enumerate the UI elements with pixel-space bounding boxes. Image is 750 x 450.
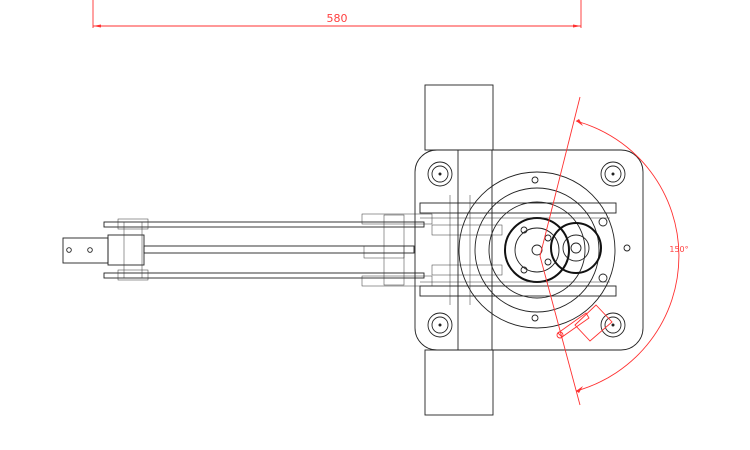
width-dimension: 580	[92, 0, 582, 28]
rotation-angle-label: 150°	[669, 245, 688, 254]
width-dimension-label: 580	[327, 12, 348, 25]
end-effector-plate	[62, 237, 109, 264]
frame-rails	[419, 202, 617, 297]
bottom-motor-block	[424, 349, 494, 416]
base-plate	[414, 149, 644, 351]
arm-assembly	[62, 195, 503, 305]
top-motor-block	[424, 84, 494, 151]
rotation-angle-dimension: 150°	[539, 96, 689, 406]
mounting-holes	[427, 161, 626, 338]
turntable	[458, 171, 616, 329]
